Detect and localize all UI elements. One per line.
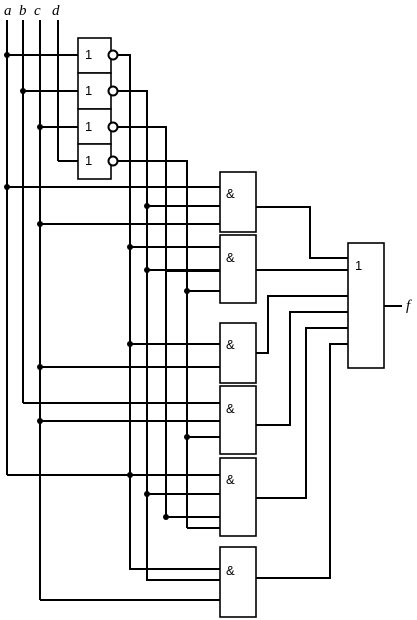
not-gate-b: 1 [77,72,119,110]
and-gate-1-label: & [226,186,235,201]
not-gate-c-label: 1 [85,119,92,134]
and-gate-4: & [219,385,257,455]
input-label-c: c [34,3,41,19]
and-gate-6: & [219,546,257,618]
wires [6,20,402,601]
and-gate-3: & [219,322,257,384]
and-gate-6-label: & [226,563,235,578]
and-gate-4-label: & [226,401,235,416]
not-gate-b-label: 1 [85,83,92,98]
not-gate-d: 1 [77,143,119,180]
or-gate: 1 [347,242,385,369]
input-label-b: b [19,3,27,19]
and-gate-2-label: & [226,250,235,265]
and-gate-2: & [219,234,257,304]
not-gate-a-label: 1 [85,47,92,62]
junction-dots [4,52,190,520]
and-gate-5-label: & [226,472,235,487]
not-gate-a: 1 [77,37,119,74]
input-label-a: a [4,3,12,19]
and-gate-5: & [219,457,257,537]
output-label-f: f [406,298,412,314]
not-gate-c: 1 [77,108,119,145]
input-label-d: d [52,3,60,19]
and-gate-3-label: & [226,337,235,352]
not-gate-d-label: 1 [85,153,92,168]
or-gate-label: 1 [355,258,362,273]
and-gate-1: & [219,171,257,233]
